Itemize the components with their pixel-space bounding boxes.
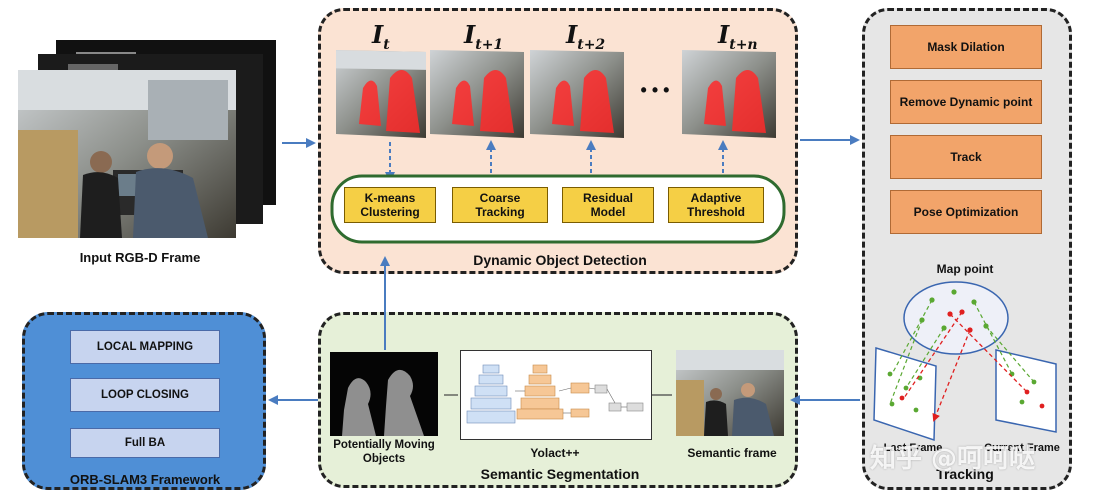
frame-t2 <box>530 50 624 138</box>
yolact-label: Yolact++ <box>530 446 580 460</box>
orb-module-loop-closing: LOOP CLOSING <box>70 378 220 412</box>
last-frame-label: Last Frame <box>883 442 943 454</box>
frame-label-tn: It+n <box>718 20 758 53</box>
frame-t <box>336 50 426 138</box>
dynamic-object-detection-title: Dynamic Object Detection <box>473 252 647 268</box>
frame-label-t2: It+2 <box>566 20 606 53</box>
semantic-segmentation-title: Semantic Segmentation <box>480 466 640 482</box>
frame-label-t: It <box>372 20 390 53</box>
frame-t1 <box>430 50 524 138</box>
orb-slam3-title: ORB-SLAM3 Framework <box>69 472 221 487</box>
tracking-title: Tracking <box>936 466 994 482</box>
frame-ellipsis: • • • <box>640 80 670 100</box>
tracking-step-remove-dynamic: Remove Dynamic point <box>890 80 1042 124</box>
semantic-frame-image <box>676 350 784 436</box>
module-kmeans: K-means Clustering <box>344 187 436 223</box>
map-point-diagram <box>873 281 1057 442</box>
semantic-frame-label: Semantic frame <box>687 446 777 460</box>
module-residual-model: Residual Model <box>562 187 654 223</box>
orb-module-full-ba: Full BA <box>70 428 220 458</box>
tracking-step-pose-optimization: Pose Optimization <box>890 190 1042 234</box>
frame-label-t1: It+1 <box>464 20 504 53</box>
current-frame-label: Current Frame <box>984 442 1060 454</box>
potentially-moving-objects-label: Potentially Moving Objects <box>333 439 435 465</box>
last-frame-plane <box>873 347 937 442</box>
tracking-step-mask-dilation: Mask Dilation <box>890 25 1042 69</box>
rgb-frame <box>18 70 236 238</box>
tracking-step-track: Track <box>890 135 1042 179</box>
module-coarse-tracking: Coarse Tracking <box>452 187 548 223</box>
frame-tn <box>682 50 776 138</box>
map-point-label: Map point <box>936 262 994 276</box>
input-frame-group <box>18 40 278 245</box>
orb-module-local-mapping: LOCAL MAPPING <box>70 330 220 364</box>
potentially-moving-objects-image <box>330 352 438 436</box>
yolact-network-image <box>460 350 652 440</box>
module-adaptive-threshold: Adaptive Threshold <box>668 187 764 223</box>
watermark: 知乎 @呵呵哒 <box>870 444 1036 474</box>
input-frame-label: Input RGB-D Frame <box>79 250 201 265</box>
